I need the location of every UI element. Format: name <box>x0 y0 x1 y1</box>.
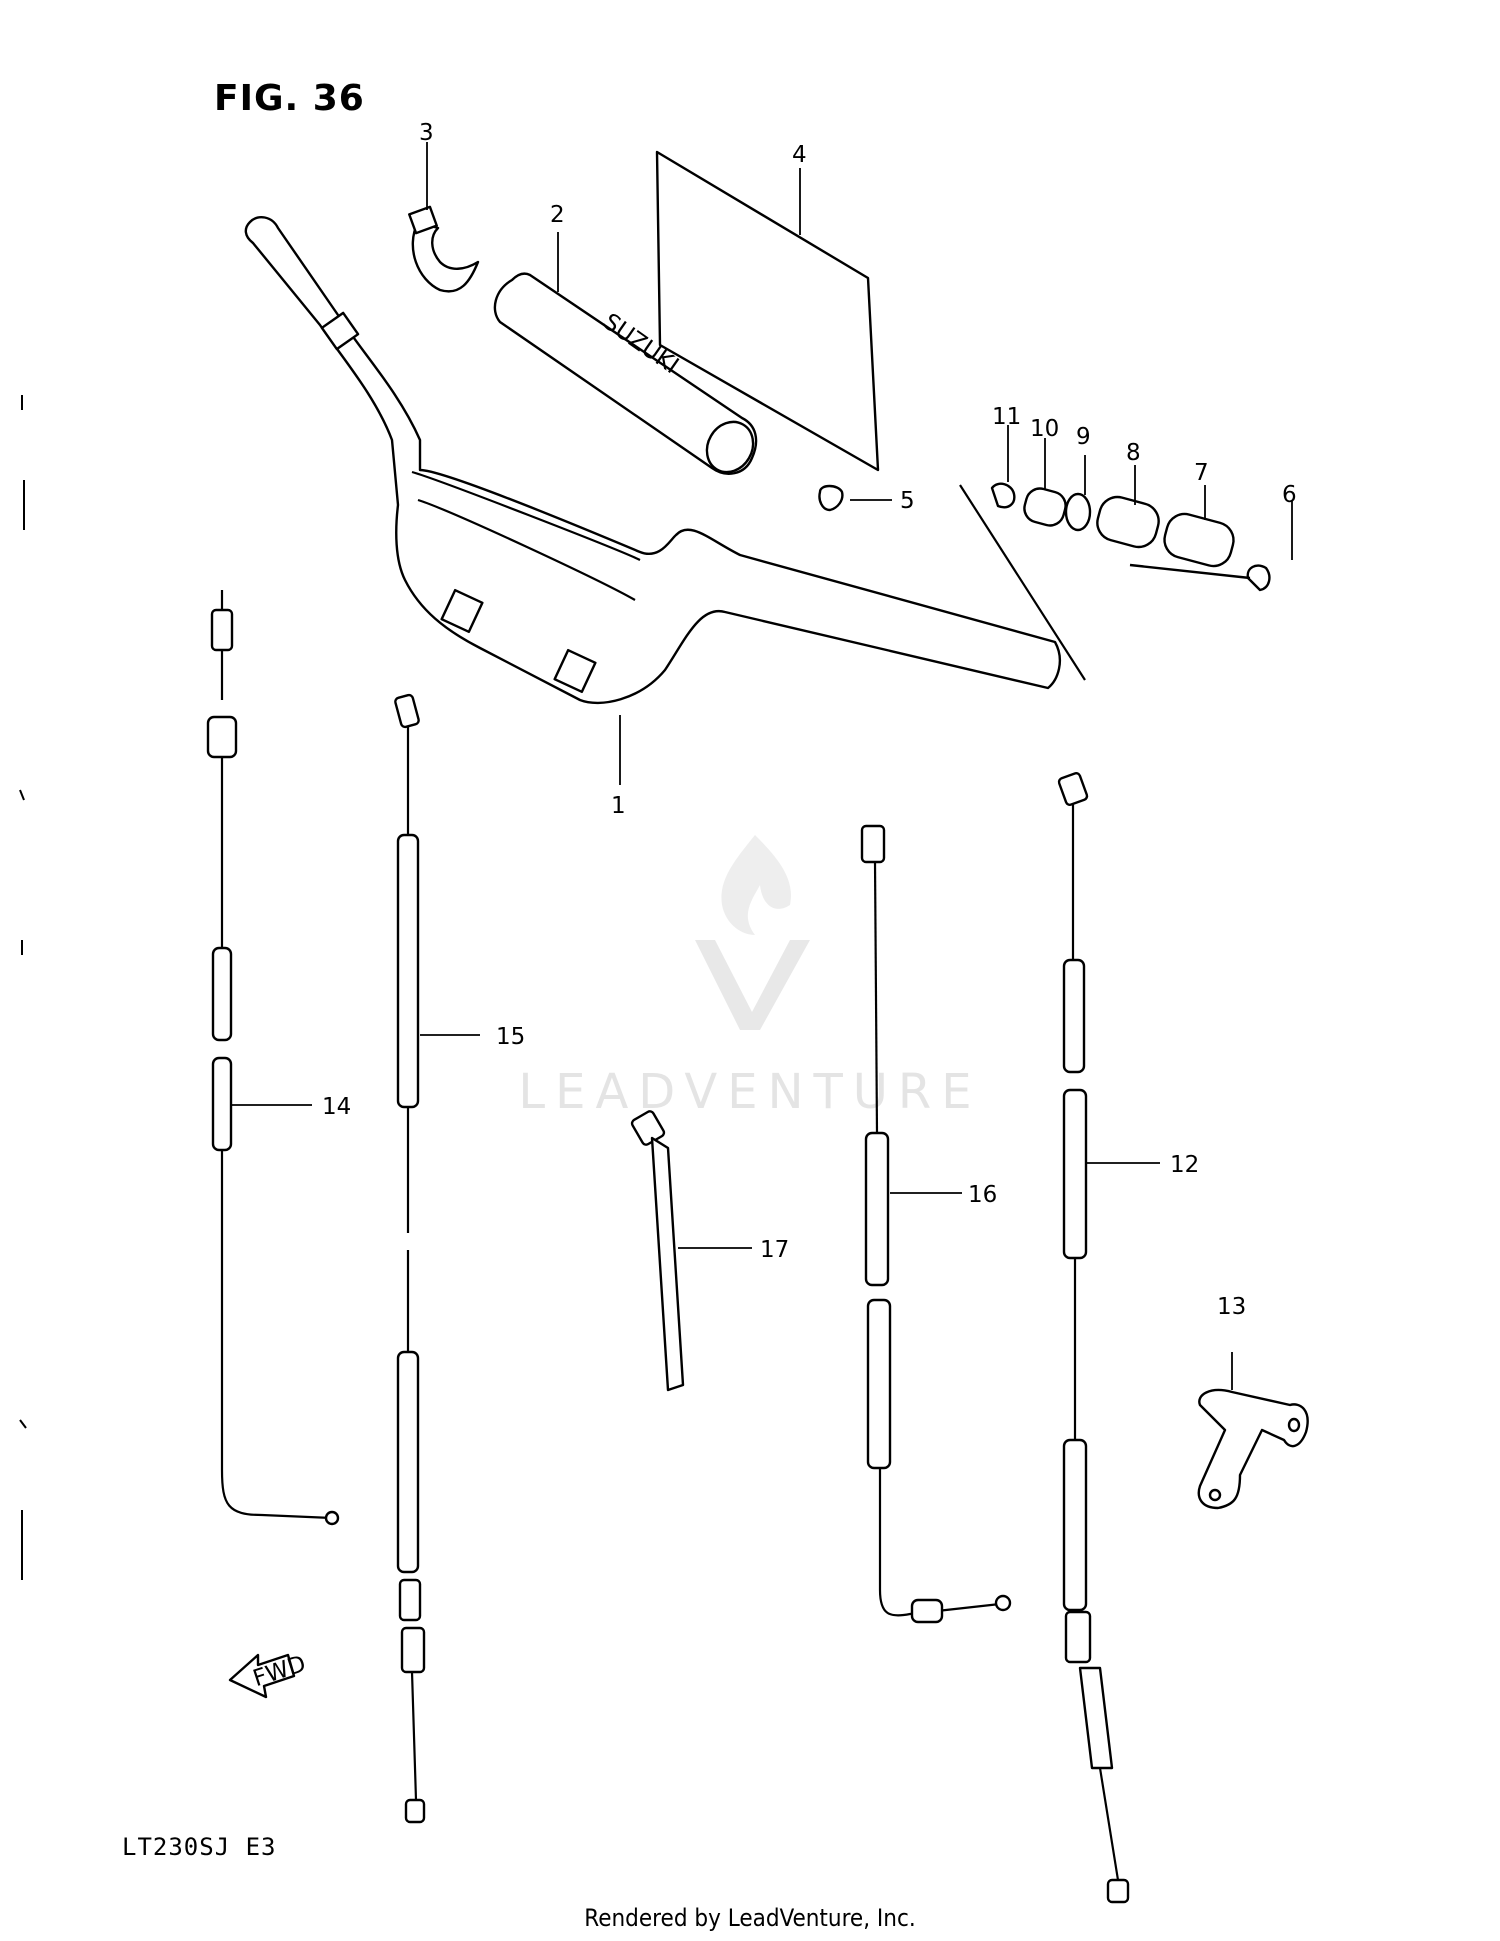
render-credit: Rendered by LeadVenture, Inc. <box>584 1904 916 1932</box>
callout-1: 1 <box>611 793 626 819</box>
part-cable-12 <box>1057 772 1160 1904</box>
callout-6: 6 <box>1282 482 1297 508</box>
callout-13: 13 <box>1217 1294 1246 1320</box>
part-cap <box>818 484 892 512</box>
callout-8: 8 <box>1126 440 1141 466</box>
watermark-v-icon <box>695 940 810 1030</box>
figure-title: FIG. 36 <box>214 78 365 119</box>
callout-3: 3 <box>419 120 434 146</box>
callout-17: 17 <box>760 1237 789 1263</box>
part-sheet <box>655 150 880 472</box>
part-handlebar <box>244 216 1062 785</box>
callout-11: 11 <box>992 404 1021 430</box>
callout-5: 5 <box>900 488 915 514</box>
callout-10: 10 <box>1030 416 1059 442</box>
callout-2: 2 <box>550 202 565 228</box>
part-cable-14 <box>206 590 340 1526</box>
callout-9: 9 <box>1076 424 1091 450</box>
scan-artifacts <box>19 395 27 1580</box>
callout-12: 12 <box>1170 1152 1199 1178</box>
callout-15: 15 <box>496 1024 525 1050</box>
part-band-clamp <box>408 142 480 293</box>
part-bar-end-assembly <box>959 425 1293 681</box>
part-bracket <box>1197 1352 1309 1510</box>
watermark-flame-icon <box>721 835 791 935</box>
model-code: LT230SJ E3 <box>122 1833 277 1861</box>
watermark-text: LEADVENTURE <box>518 1064 981 1120</box>
callout-16: 16 <box>968 1182 997 1208</box>
part-cable-17 <box>630 1110 752 1392</box>
callout-labels: 1 2 3 4 5 6 7 8 9 10 11 12 13 14 15 16 1… <box>322 120 1297 1320</box>
callout-7: 7 <box>1194 460 1209 486</box>
callout-4: 4 <box>792 142 807 168</box>
fwd-arrow-icon: FWD <box>228 1651 309 1699</box>
part-cable-15 <box>394 693 480 1824</box>
watermark: LEADVENTURE <box>518 835 981 1120</box>
callout-14: 14 <box>322 1094 351 1120</box>
part-cable-16 <box>860 824 1012 1624</box>
